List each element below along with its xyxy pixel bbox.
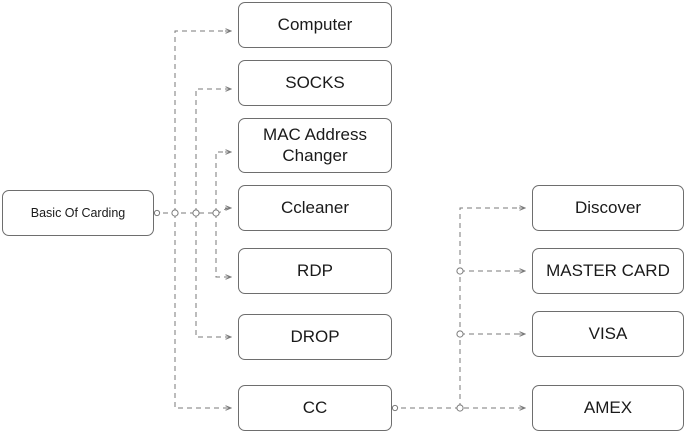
edge-root-computer [174, 30, 230, 213]
edge-root-rdp [215, 213, 230, 278]
edge-root-ccleaner [215, 207, 231, 214]
node-label: Computer [277, 14, 353, 34]
node-computer[interactable]: Computer [238, 2, 392, 48]
node-label: Discover [574, 197, 642, 217]
node-label: AMEX [583, 397, 633, 417]
node-socks[interactable]: SOCKS [238, 60, 392, 106]
edge-root-mac [215, 151, 230, 213]
node-label: MAC Address Changer [263, 125, 367, 165]
node-mac-address-changer[interactable]: MAC Address Changer [238, 118, 392, 173]
node-label: RDP [297, 260, 333, 280]
node-drop[interactable]: DROP [238, 314, 392, 360]
node-ccleaner[interactable]: Ccleaner [238, 185, 392, 231]
node-label: Basic Of Carding [30, 205, 126, 220]
node-mastercard[interactable]: MASTER CARD [532, 248, 684, 294]
node-label: CC [302, 397, 328, 417]
junction-dot-branch-3 [212, 209, 220, 217]
endpoint-dot-cc-right [391, 404, 399, 412]
node-visa[interactable]: VISA [532, 311, 684, 357]
endpoint-dot-root [153, 209, 161, 217]
node-amex[interactable]: AMEX [532, 385, 684, 431]
junction-dot-branch-2 [192, 209, 200, 217]
junction-dot-card-trunk-base [456, 404, 464, 412]
edge-cc-discover [459, 207, 524, 408]
node-label: MASTER CARD [546, 260, 670, 280]
node-label: DROP [290, 326, 340, 346]
node-discover[interactable]: Discover [532, 185, 684, 231]
node-label: VISA [588, 323, 628, 343]
junction-dot-branch-1 [171, 209, 179, 217]
junction-dot-card-trunk-visa [456, 330, 464, 338]
node-label: Ccleaner [280, 197, 350, 217]
edge-root-cc [174, 213, 230, 409]
node-label: SOCKS [285, 72, 345, 92]
edge-root-drop [195, 213, 230, 338]
node-cc[interactable]: CC [238, 385, 392, 431]
node-rdp[interactable]: RDP [238, 248, 392, 294]
junction-dot-card-trunk-mid [456, 267, 464, 275]
edge-root-socks [195, 88, 230, 213]
node-basic-of-carding[interactable]: Basic Of Carding [2, 190, 154, 236]
